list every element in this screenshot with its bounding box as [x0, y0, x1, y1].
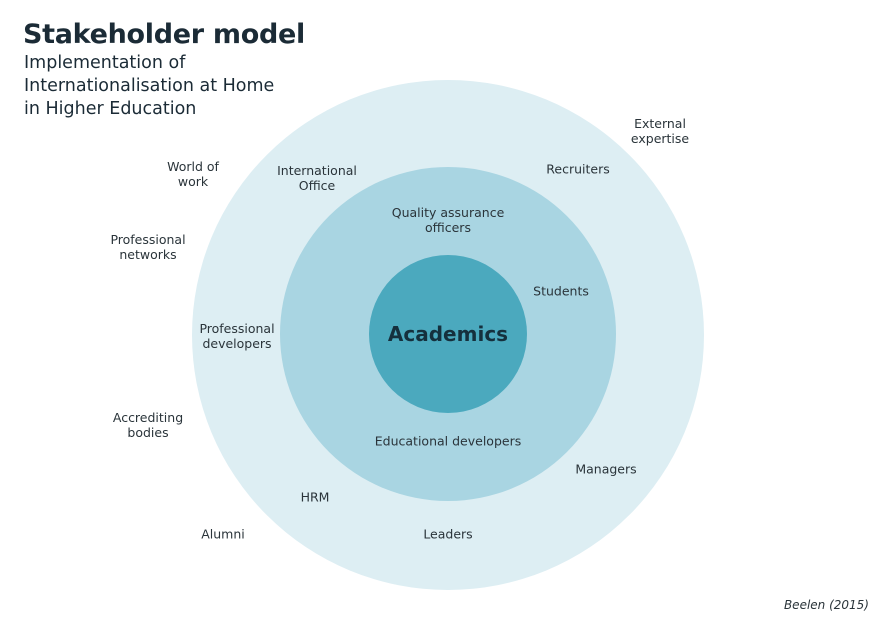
label-managers: Managers: [575, 461, 637, 477]
subtitle-line: in Higher Education: [24, 99, 197, 119]
label-world-of-work: World of work: [167, 159, 219, 189]
inner-ring: [369, 255, 527, 413]
label-professional-networks: Professional networks: [110, 232, 186, 262]
label-hrm: HRM: [300, 489, 330, 505]
label-leaders: Leaders: [423, 526, 473, 542]
subtitle-line: Internationalisation at Home: [24, 76, 275, 96]
label-educational-developers: Educational developers: [374, 433, 522, 449]
diagram-subtitle: Implementation of Internationalisation a…: [24, 52, 324, 121]
label-alumni: Alumni: [201, 526, 245, 542]
label-students: Students: [533, 283, 589, 299]
citation: Beelen (2015): [783, 598, 869, 612]
subtitle-line: Implementation of: [24, 53, 186, 73]
label-international-office: International Office: [277, 163, 357, 193]
label-external-expertise: External expertise: [630, 116, 690, 146]
label-accrediting-bodies: Accrediting bodies: [112, 410, 184, 440]
label-recruiters: Recruiters: [546, 161, 610, 177]
center-label-academics: Academics: [387, 322, 509, 346]
diagram-title: Stakeholder model: [23, 19, 305, 50]
label-quality-assurance-officers: Quality assurance officers: [391, 205, 505, 235]
label-professional-developers: Professional developers: [199, 321, 275, 351]
